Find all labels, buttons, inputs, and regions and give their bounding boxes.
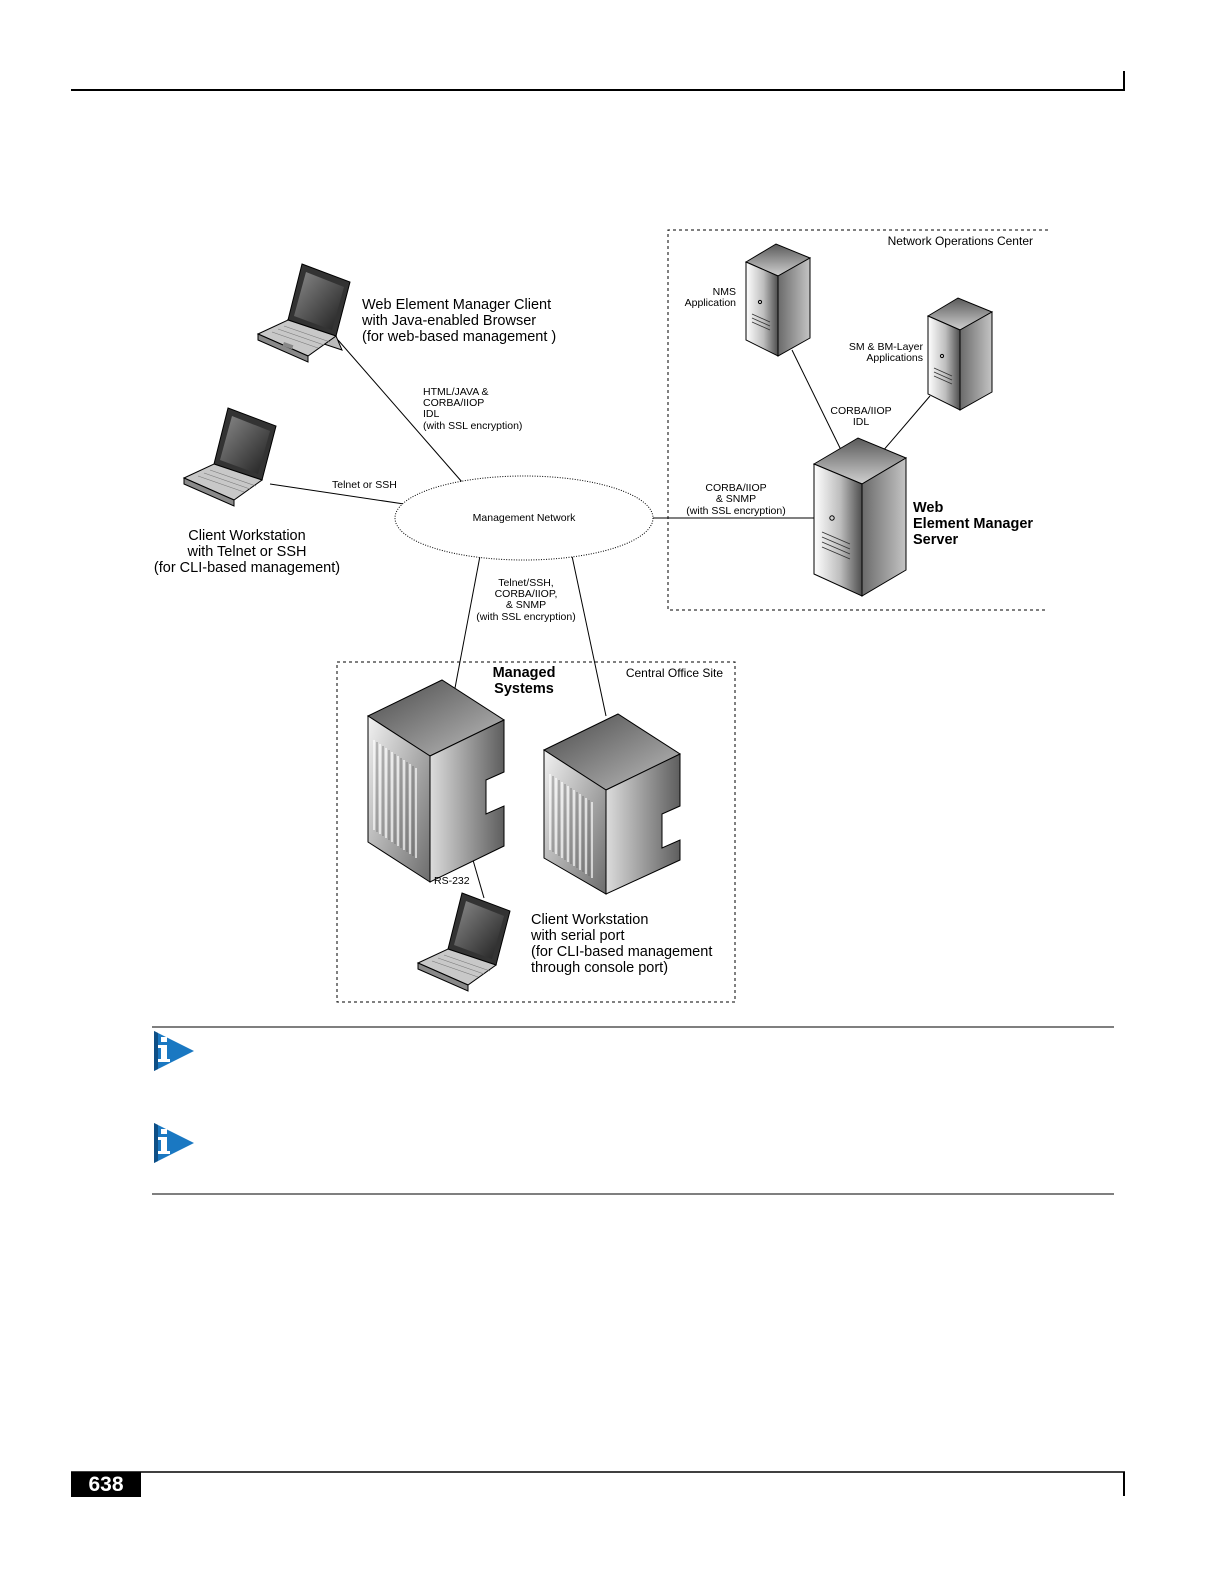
svg-text:Web Element Manager Client: Web Element Manager Client (362, 297, 551, 313)
svg-text:Web: Web (913, 500, 943, 516)
svg-text:Client Workstation: Client Workstation (188, 528, 305, 544)
svg-text:(with SSL encryption): (with SSL encryption) (686, 505, 785, 517)
link-cli-network (269, 483, 405, 505)
svg-text:Telnet/SSH,: Telnet/SSH, (498, 577, 553, 589)
sm-bm-label: SM & BM-Layer Applications (849, 341, 924, 364)
svg-text:& SNMP: & SNMP (506, 599, 546, 611)
svg-text:with Java-enabled Browser: with Java-enabled Browser (361, 313, 536, 329)
svg-text:IDL: IDL (853, 416, 870, 428)
svg-text:(with SSL encryption): (with SSL encryption) (476, 611, 575, 623)
link-label-network-server: CORBA/IIOP & SNMP (with SSL encryption) (686, 482, 785, 517)
svg-text:CORBA/IIOP: CORBA/IIOP (830, 405, 891, 417)
svg-text:Managed: Managed (493, 665, 556, 681)
noc-region (667, 229, 1048, 611)
serial-workstation-laptop-icon (416, 892, 511, 992)
connections (269, 339, 931, 899)
web-client-label: Web Element Manager Client with Java-ena… (361, 297, 556, 345)
svg-text:(for web-based management ): (for web-based management ) (362, 329, 556, 345)
noc-region-label: Network Operations Center (888, 234, 1033, 248)
svg-text:Client Workstation: Client Workstation (531, 912, 648, 928)
svg-text:Server: Server (913, 532, 959, 548)
info-icon (154, 1123, 194, 1163)
link-label-network-managed: Telnet/SSH, CORBA/IIOP, & SNMP (with SSL… (476, 577, 575, 623)
web-client-laptop-icon (256, 263, 351, 363)
svg-text:CORBA/IIOP: CORBA/IIOP (423, 397, 484, 409)
link-label-apps-server: CORBA/IIOP IDL (830, 405, 891, 428)
svg-text:(for CLI-based management): (for CLI-based management) (154, 560, 340, 576)
svg-text:SM & BM-Layer: SM & BM-Layer (849, 341, 924, 353)
central-office-region (336, 661, 736, 1003)
managed-systems-label: Managed Systems (493, 665, 556, 697)
link-label-web-client: HTML/JAVA & CORBA/IIOP IDL (with SSL enc… (423, 386, 522, 432)
nms-server-icon (744, 243, 812, 357)
svg-text:& SNMP: & SNMP (716, 493, 756, 505)
management-network-label: Management Network (473, 512, 576, 524)
nms-label: NMS Application (685, 286, 737, 309)
cli-workstation-label: Client Workstation with Telnet or SSH (f… (154, 528, 340, 576)
svg-text:(with SSL encryption): (with SSL encryption) (423, 420, 522, 432)
svg-text:Application: Application (685, 297, 737, 309)
cli-workstation-laptop-icon (182, 407, 277, 507)
svg-text:NMS: NMS (713, 286, 736, 298)
serial-workstation-label: Client Workstation with serial port (for… (530, 912, 712, 976)
svg-text:through console port): through console port) (531, 960, 668, 976)
link-label-rs232: RS-232 (434, 875, 470, 887)
svg-text:Applications: Applications (866, 352, 923, 364)
link-web-client-network (337, 339, 463, 483)
wem-server-label: Web Element Manager Server (913, 500, 1033, 548)
link-network-managed-2 (571, 555, 607, 717)
managed-system-chassis-2-icon (542, 713, 682, 895)
svg-text:Systems: Systems (494, 681, 554, 697)
wem-server-icon (812, 437, 908, 597)
svg-text:HTML/JAVA &: HTML/JAVA & (423, 386, 489, 398)
sm-bm-server-icon (926, 297, 994, 411)
svg-text:with Telnet or SSH: with Telnet or SSH (186, 544, 306, 560)
link-smbm-server (881, 395, 931, 453)
svg-text:(for CLI-based management: (for CLI-based management (531, 944, 712, 960)
svg-text:CORBA/IIOP,: CORBA/IIOP, (495, 588, 558, 600)
svg-text:with serial port: with serial port (530, 928, 624, 944)
info-icon (154, 1031, 194, 1071)
link-network-managed-1 (454, 555, 481, 689)
page-number: 638 (71, 1472, 141, 1497)
management-network-cloud (394, 475, 654, 561)
svg-text:Element Manager: Element Manager (913, 516, 1033, 532)
svg-text:IDL: IDL (423, 408, 440, 420)
central-office-region-label: Central Office Site (626, 666, 723, 680)
svg-text:CORBA/IIOP: CORBA/IIOP (705, 482, 766, 494)
managed-system-chassis-1-icon (366, 679, 506, 883)
link-nms-server (791, 349, 843, 453)
link-label-cli: Telnet or SSH (332, 479, 397, 491)
